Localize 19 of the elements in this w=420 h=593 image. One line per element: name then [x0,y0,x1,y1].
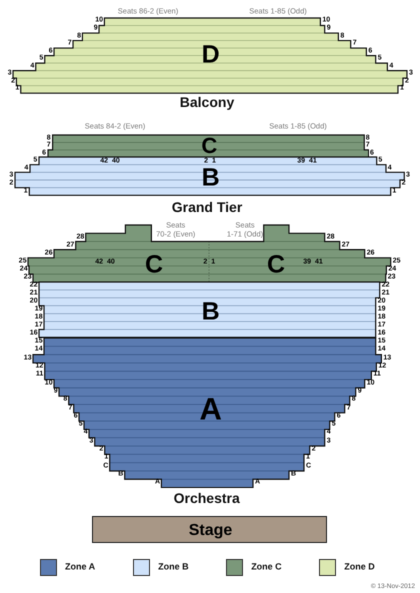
zone-letter: B [202,166,220,190]
stage-block [92,516,327,544]
seating-section [12,16,408,94]
legend-label: Zone D [344,562,375,572]
seating-section [46,134,370,158]
legend-label: Zone C [251,562,282,572]
legend-label: Zone A [65,562,96,572]
zone-letter: C [201,134,218,157]
seating-section [14,156,406,196]
zone-letter: D [202,42,220,68]
legend-label: Zone B [158,562,189,572]
section-name: Grand Tier [172,200,242,214]
zone-letter: B [202,300,220,325]
section-name: Balcony [180,94,234,109]
zone-letter: C [144,252,164,277]
zone-letter: C [266,252,286,277]
section-name: Orchestra [174,490,240,505]
zone-letter: A [200,394,222,425]
stage-label: Stage [188,522,232,539]
